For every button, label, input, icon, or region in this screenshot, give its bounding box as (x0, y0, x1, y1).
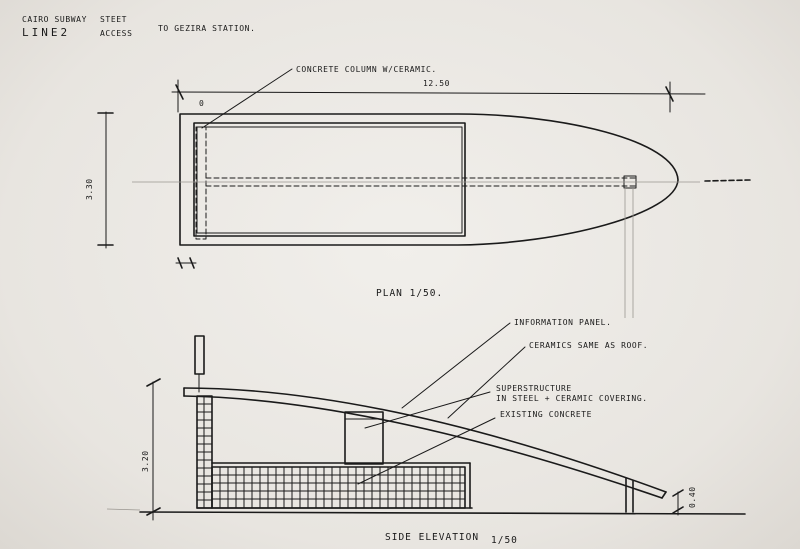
plan-length-dimension-line (171, 91, 706, 95)
title-street: STEET (100, 15, 127, 24)
note-superstructure-1: SUPERSTRUCTURE (496, 384, 572, 393)
column-marker: 0 (199, 99, 204, 108)
dim-tick (672, 489, 684, 497)
title-access: ACCESS (100, 29, 133, 38)
base-tile-grid (211, 466, 466, 509)
superstructure-box (344, 411, 384, 465)
ground-extension (106, 508, 141, 511)
info-panel-leader (401, 322, 511, 409)
dim-tick (146, 378, 161, 387)
elevation-scale: 1/50 (491, 535, 518, 546)
roof-tip (661, 491, 667, 499)
plan-inner-box-offset (196, 126, 463, 234)
title-destination: TO GEZIRA STATION. (158, 24, 256, 33)
plan-inner-box (193, 122, 466, 237)
plan-length-dimension: 12.50 (423, 79, 450, 88)
wall-tile-grid (196, 395, 213, 509)
elevation-caption: SIDE ELEVATION (385, 532, 479, 543)
information-panel (194, 335, 205, 375)
note-existing-concrete: EXISTING CONCRETE (500, 410, 592, 419)
title-block: CAIRO SUBWAY STEET TO GEZIRA STATION. LI… (22, 15, 256, 39)
dim-tick (189, 257, 195, 269)
existing-leader (357, 417, 496, 485)
tiled-base (211, 466, 466, 509)
column-leader (201, 68, 293, 129)
dim-tick (146, 507, 161, 516)
roof-top (183, 387, 667, 493)
note-superstructure-2: IN STEEL + CERAMIC COVERING. (496, 394, 648, 403)
side-elevation: 3.20 (106, 318, 746, 546)
small-dimension: 0.40 (688, 486, 697, 508)
plan-view: 12.50 3.30 0 CONCRETE COLUMN W/CERAMIC. … (85, 65, 751, 299)
superstructure-leader (364, 391, 491, 429)
dim-tick (672, 506, 684, 514)
plan-width-dimension: 3.30 (85, 178, 94, 200)
note-ceramics: CERAMICS SAME AS ROOF. (529, 341, 648, 350)
column-note: CONCRETE COLUMN W/CERAMIC. (296, 65, 437, 74)
ceramics-leader (447, 346, 526, 419)
title-line: LINE2 (22, 26, 70, 39)
roof-bottom (183, 395, 663, 499)
ground-line (139, 511, 746, 515)
plan-outline (179, 113, 679, 246)
title-project: CAIRO SUBWAY (22, 15, 87, 24)
plan-caption: PLAN 1/50. (376, 288, 443, 299)
elevation-height-dimension: 3.20 (141, 450, 150, 472)
dim-tick (177, 257, 183, 269)
note-information-panel: INFORMATION PANEL. (514, 318, 612, 327)
plan-column (195, 126, 207, 240)
dim-tick (175, 84, 184, 100)
plan-axis-arrow (704, 179, 751, 182)
